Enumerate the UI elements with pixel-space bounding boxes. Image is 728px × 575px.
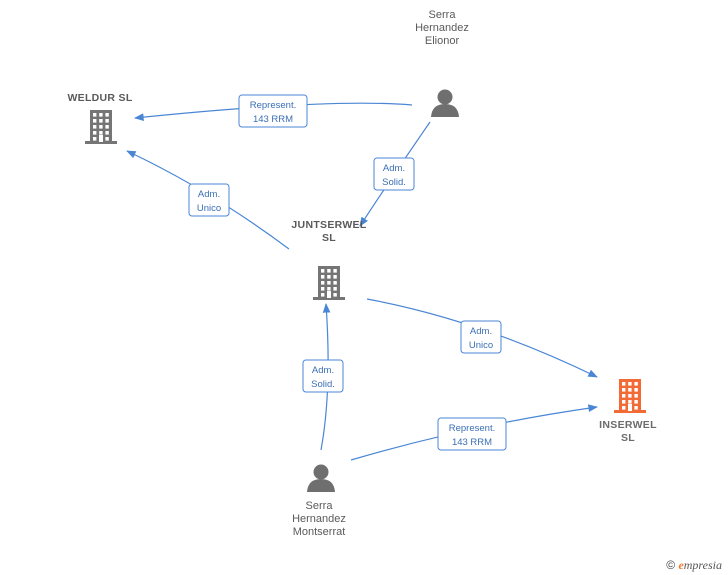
edge-label-box[interactable] xyxy=(437,417,507,451)
edge-label-line: Adm. xyxy=(312,365,334,376)
nodes-layer: WELDUR SLJUNTSERWELSLINSERWELSLSerraHern… xyxy=(67,9,657,539)
edge-label-box[interactable] xyxy=(373,157,415,191)
copyright-icon: © xyxy=(666,558,676,572)
building-icon xyxy=(85,110,117,144)
building-icon xyxy=(614,379,646,413)
edge-montserrat-to-juntserwel: Adm. Solid. xyxy=(302,303,344,451)
person-icon xyxy=(431,89,459,117)
edge-elionor-to-weldur: Represent. 143 RRM xyxy=(134,94,413,128)
edge-label-box[interactable] xyxy=(302,359,344,393)
empresia-watermark: © empresia xyxy=(666,558,722,573)
edge-label-box[interactable] xyxy=(460,320,502,354)
edge-label-line: Solid. xyxy=(311,379,335,390)
node-label-line: Hernandez xyxy=(415,22,469,34)
empresia-logo: empresia xyxy=(678,558,722,572)
edge-label-line: Adm. xyxy=(198,189,220,200)
edge-label-line: 143 RRM xyxy=(253,114,293,125)
node-label-line: INSERWEL xyxy=(599,419,657,431)
edge-label-line: Solid. xyxy=(382,177,406,188)
edge-juntserwel-to-weldur: Adm. Unico xyxy=(126,150,290,250)
edge-label-line: Represent. xyxy=(449,423,495,434)
edge-label-line: Unico xyxy=(197,203,221,214)
edges-layer: Represent.143 RRMAdm.Solid.Adm.UnicoAdm.… xyxy=(126,94,598,461)
node-label-line: Elionor xyxy=(425,35,460,47)
edge-montserrat-to-inserwel: Represent. 143 RRM xyxy=(350,404,598,461)
edge-label-line: Represent. xyxy=(250,100,296,111)
node-label-line: SL xyxy=(322,232,336,244)
edge-label-line: Unico xyxy=(469,340,493,351)
node-label-line: Serra xyxy=(429,9,457,21)
node-label-line: Montserrat xyxy=(293,526,346,538)
node-label-line: WELDUR SL xyxy=(67,92,132,104)
edge-label-box[interactable] xyxy=(188,183,230,217)
node-label-line: JUNTSERWEL xyxy=(291,219,366,231)
edge-label-line: 143 RRM xyxy=(452,437,492,448)
edge-elionor-to-juntserwel: Adm. Solid. xyxy=(359,121,431,227)
building-icon xyxy=(313,266,345,300)
person-icon xyxy=(307,464,335,492)
edge-juntserwel-to-inserwel: Adm. Unico xyxy=(366,298,598,378)
node-weldur[interactable]: WELDUR SL xyxy=(67,92,133,144)
node-label-line: SL xyxy=(621,432,635,444)
node-label-line: Serra xyxy=(306,500,334,512)
edge-label-line: Adm. xyxy=(383,163,405,174)
edge-label-box[interactable] xyxy=(238,94,308,128)
node-label-line: Hernandez xyxy=(292,513,346,525)
edge-label-line: Adm. xyxy=(470,326,492,337)
